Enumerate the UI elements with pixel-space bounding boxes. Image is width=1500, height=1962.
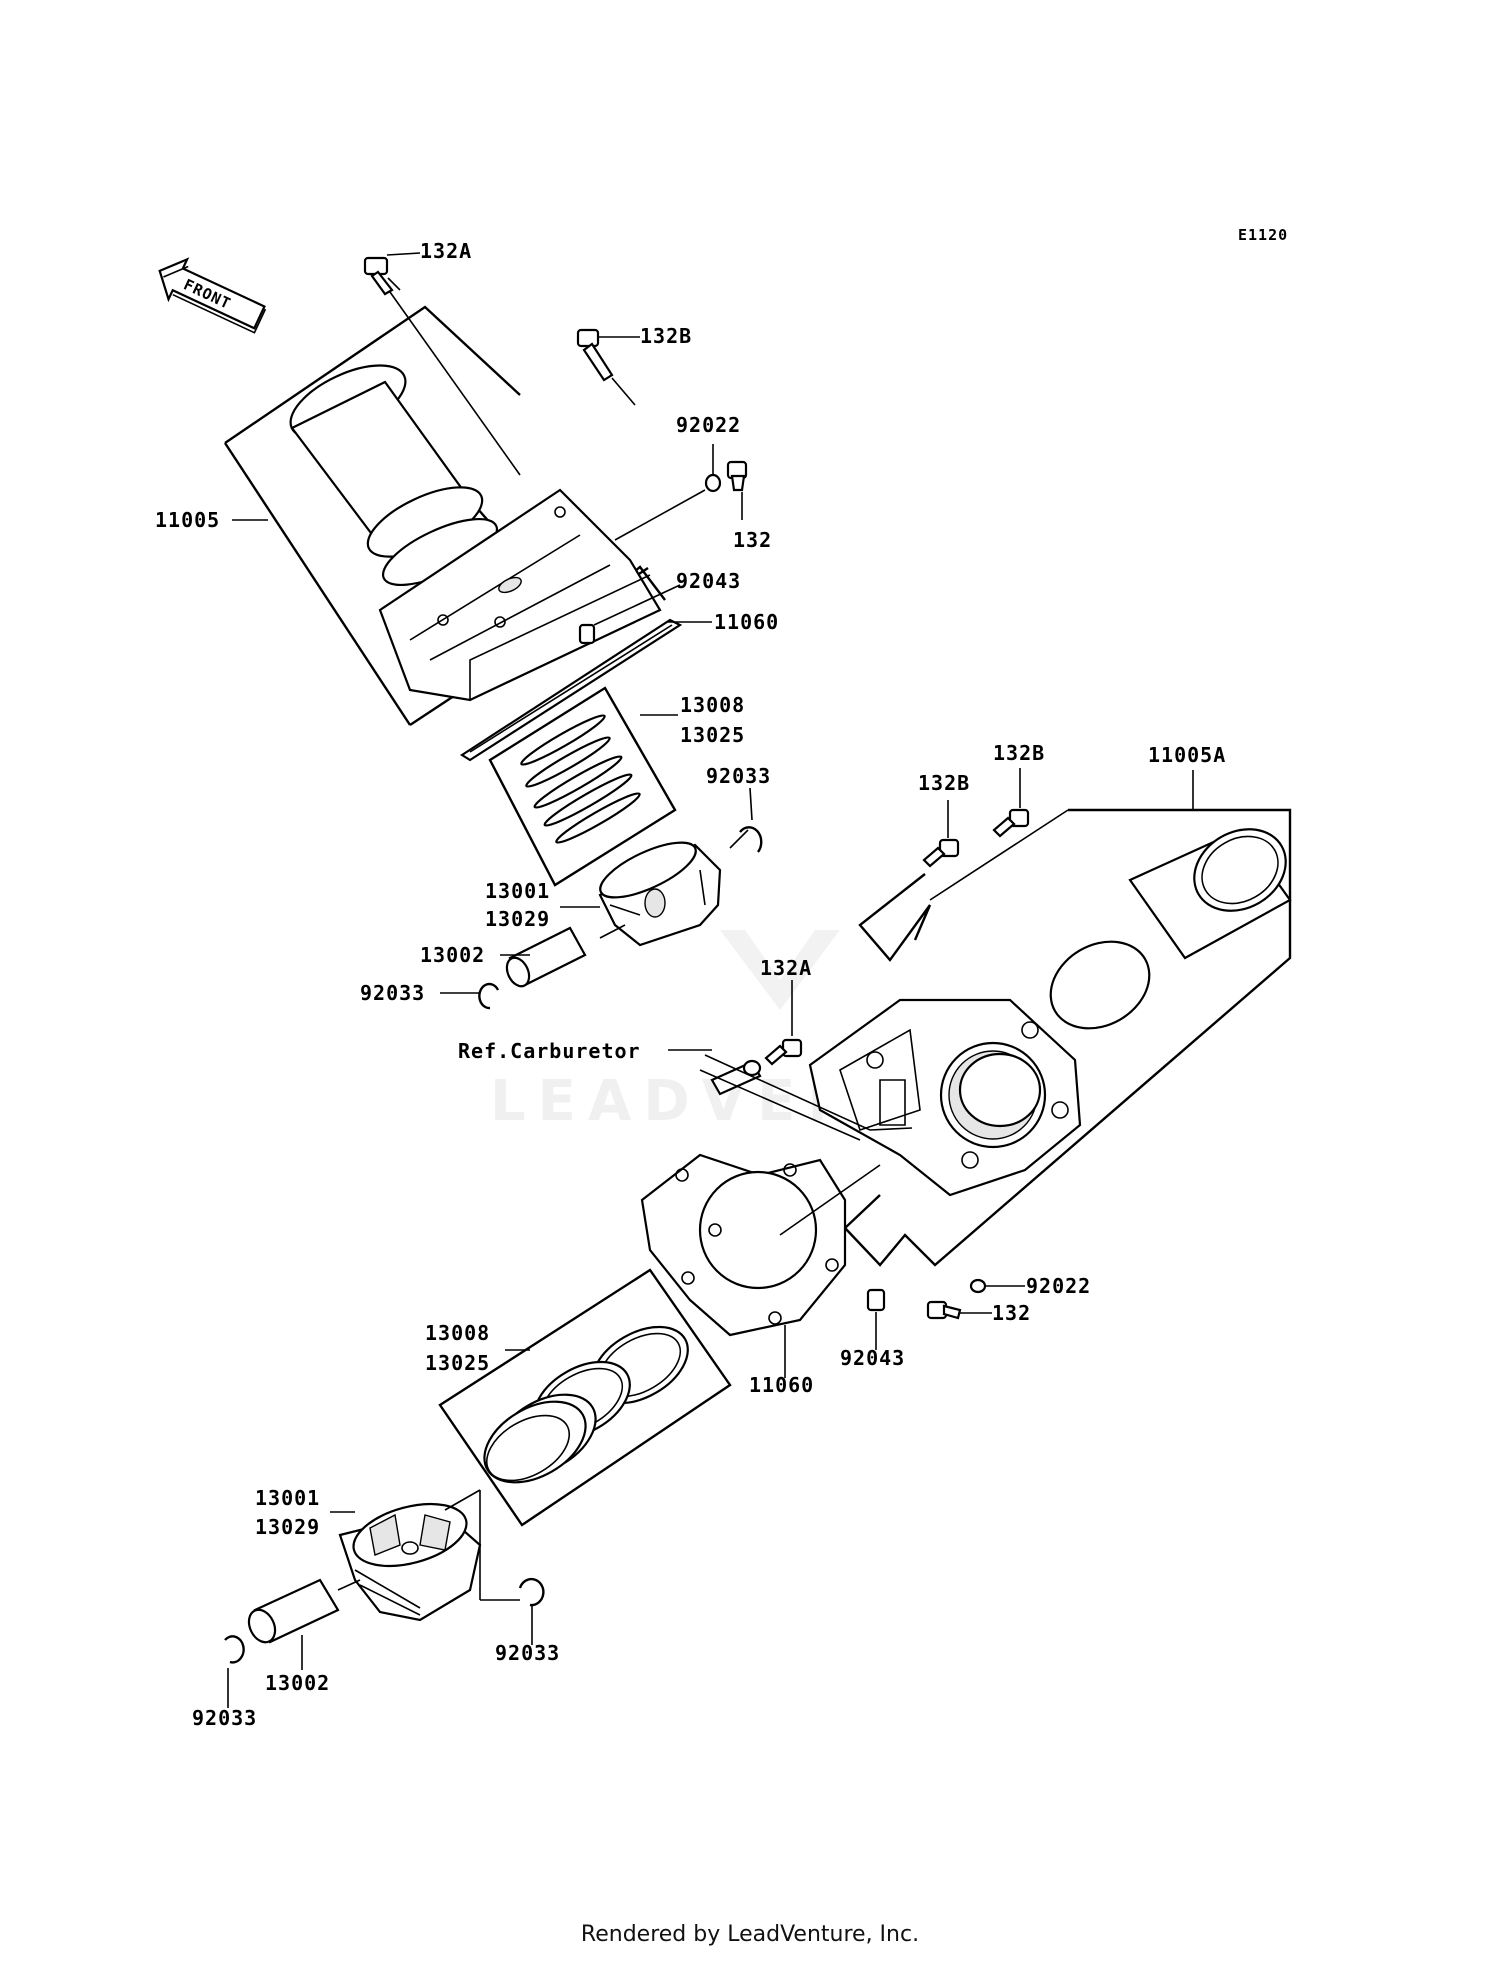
- bolt-132B-right-2: [992, 768, 1030, 838]
- front-arrow-icon: FRONT: [158, 257, 267, 334]
- callout-11005: 11005: [155, 508, 220, 532]
- callout-92043-bottom: 92043: [840, 1346, 905, 1370]
- piston-bottom: [338, 1502, 482, 1622]
- callout-13029-top: 13029: [485, 907, 550, 931]
- gasket-11060-top: [459, 618, 683, 762]
- callout-11060-top: 11060: [714, 610, 779, 634]
- callout-13029-bottom: 13029: [255, 1515, 320, 1539]
- bracket-11005-left: [223, 442, 412, 726]
- callout-132-bottom: 132: [992, 1301, 1031, 1325]
- rings-box-bottom: [438, 1268, 732, 1527]
- callout-11005A: 11005A: [1148, 743, 1226, 767]
- circlip-92033-bottom-right: [518, 1577, 545, 1645]
- callout-13001-top: 13001: [485, 879, 550, 903]
- bolt-132B-top: [576, 328, 636, 406]
- callout-132B-right-2: 132B: [993, 741, 1045, 765]
- cylinder-block-top: [378, 488, 662, 702]
- bolt-132B-right-1: [922, 800, 960, 868]
- gasket-11060-right: [640, 1153, 881, 1337]
- callout-13001-bottom: 13001: [255, 1486, 320, 1510]
- callout-92033-top-left: 92033: [360, 981, 425, 1005]
- bolt-132-bottom: [926, 1300, 962, 1320]
- callout-92033-bottom-left: 92033: [192, 1706, 257, 1730]
- callout-132B-top: 132B: [640, 324, 692, 348]
- callout-92043-top: 92043: [676, 569, 741, 593]
- callout-13008-top: 13008: [680, 693, 745, 717]
- washer-92022-top: [704, 444, 722, 493]
- circlip-92033-bottom-left: [224, 1635, 245, 1708]
- dowel-92043-bottom: [866, 1288, 886, 1350]
- callout-132-top: 132: [733, 528, 772, 552]
- callout-132A-top: 132A: [420, 239, 472, 263]
- callout-13025-top: 13025: [680, 723, 745, 747]
- callout-11060-bottom: 11060: [749, 1373, 814, 1397]
- washer-92022-bottom: [969, 1278, 987, 1294]
- bolt-132-top: [614, 460, 748, 541]
- piston-pin-top: [505, 924, 626, 988]
- ref-carburetor-label: Ref.Carburetor: [458, 1039, 641, 1063]
- bolt-132A-top: [363, 256, 521, 476]
- bolt-132A-mid: [764, 980, 803, 1066]
- piston-pin-bottom: [247, 1578, 361, 1670]
- cylinder-liner-top: [289, 364, 499, 587]
- dowel-92043-top: [578, 584, 681, 645]
- callout-92022-top: 92022: [676, 413, 741, 437]
- callout-13002-bottom: 13002: [265, 1671, 330, 1695]
- callout-13008-bottom: 13008: [425, 1321, 490, 1345]
- piston-top: [598, 829, 749, 947]
- diagram-code: E1120: [1238, 226, 1288, 244]
- callout-92033-bottom-right: 92033: [495, 1641, 560, 1665]
- callout-13025-bottom: 13025: [425, 1351, 490, 1375]
- circlip-92033-top-left: [478, 982, 500, 1010]
- rings-box-top: [488, 686, 677, 887]
- callout-92033-top-right: 92033: [706, 764, 771, 788]
- ref-carburetor-stud: [699, 1054, 913, 1141]
- circlip-92033-top-right: [739, 787, 763, 853]
- cylinder-liner-right: [1049, 828, 1292, 1030]
- callout-132A-mid: 132A: [760, 956, 812, 980]
- piston-rings-top: [520, 714, 641, 844]
- rendered-by-footer: Rendered by LeadVenture, Inc.: [580, 1922, 920, 1947]
- callout-13002-top: 13002: [420, 943, 485, 967]
- callout-92022-bottom: 92022: [1026, 1274, 1091, 1298]
- callout-132B-right-1: 132B: [918, 771, 970, 795]
- piston-rings-bottom: [483, 1325, 689, 1484]
- cylinder-block-right: [808, 998, 1082, 1197]
